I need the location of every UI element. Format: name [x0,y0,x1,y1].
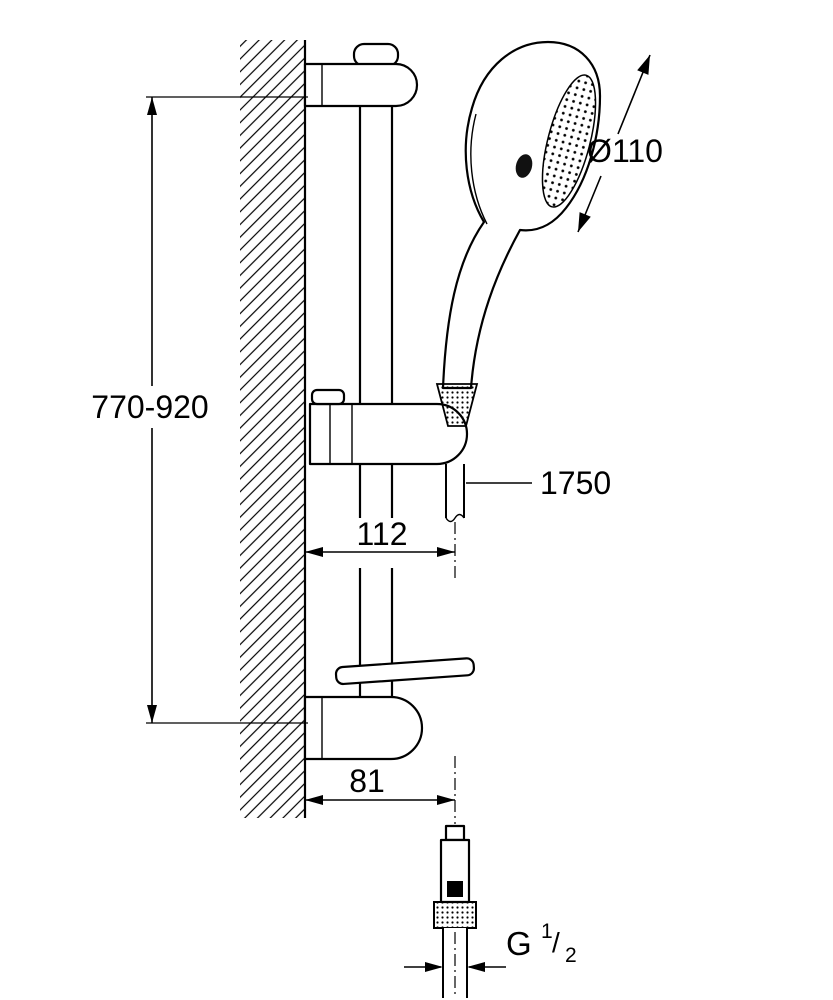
wall-hatch [240,40,305,818]
dimension-label-height-range: 770-920 [91,389,208,425]
dimension-thread: G 1 / 2 [404,920,577,972]
spray-face-hub [515,154,533,178]
thread-label-denominator: 2 [565,944,577,967]
thread-label-slash: / [552,927,560,958]
arrow-lower-icon [578,212,591,232]
bottom-bracket-body [303,695,424,761]
arrow-left-icon [305,795,323,805]
hose-fill [446,464,464,518]
bottom-wall-bracket [303,695,424,761]
soap-dish [334,657,476,686]
dimension-hose-length: 1750 [466,465,611,501]
hose-cone-nut [435,383,479,427]
holder-release-button [310,388,346,406]
hose-connector-insert [447,881,463,897]
hose-connector-neck [444,824,466,842]
arrow-inward-right-icon [467,962,485,972]
hose-sides [445,464,465,518]
dimension-lower-offset: 81 [305,763,455,805]
top-bracket-body [303,62,419,108]
arrow-right-icon [437,795,455,805]
soap-dish-tray [334,657,476,686]
holder-body [308,402,469,466]
hose-end-sides [442,928,468,998]
shower-hose-upper [445,464,465,523]
arrow-up-icon [147,97,157,115]
dimension-label-lower-offset: 81 [349,763,385,799]
top-wall-bracket [303,42,419,108]
spray-face [541,74,597,208]
arrow-right-icon [437,547,455,557]
slider-holder [308,383,479,466]
handle-contour-line [470,113,488,225]
hose-break-line [445,513,465,523]
arrow-left-icon [305,547,323,557]
thread-label-numerator: 1 [541,920,553,943]
dimension-label-head-diameter: Ø110 [587,133,663,169]
dimension-label-hose-length: 1750 [540,465,611,501]
dimension-upper-offset: 112 [305,516,456,580]
rail-top-cap [352,42,400,68]
knurled-nut [433,901,477,929]
arrow-down-icon [147,705,157,723]
dimension-head-diameter: Ø110 [577,54,663,233]
arrow-inward-left-icon [425,962,443,972]
arrow-upper-icon [637,55,650,75]
dimension-label-upper-offset: 112 [356,516,407,552]
dimension-height-range: 770-920 [91,96,308,724]
shower-hose-lower [433,756,477,998]
thread-label-prefix: G [506,925,532,962]
hand-shower [441,40,602,390]
